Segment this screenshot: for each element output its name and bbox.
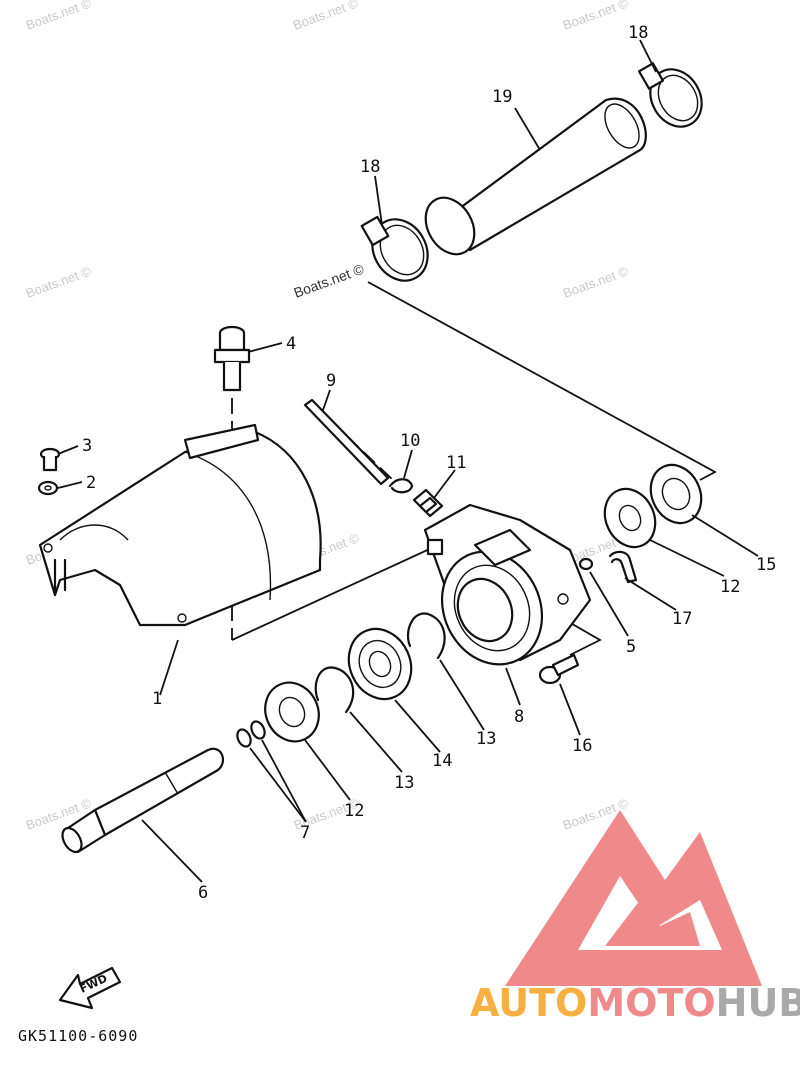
callout-1: 1 xyxy=(152,689,162,709)
pin-5 xyxy=(578,557,594,571)
callout-12: 12 xyxy=(720,577,740,597)
callout-15: 15 xyxy=(756,555,776,575)
callout-9: 9 xyxy=(326,371,336,391)
hose-19 xyxy=(424,97,647,256)
washer-2 xyxy=(37,480,59,496)
watermark: Boats.net © xyxy=(561,263,631,301)
cover-1 xyxy=(38,423,322,627)
screw-3 xyxy=(39,447,61,472)
callout-14: 14 xyxy=(432,751,452,771)
circlip-13-lower xyxy=(314,666,355,714)
automotohub-logo: AUTOMOTOHUB xyxy=(470,810,800,1025)
callout-11: 11 xyxy=(446,453,466,473)
callout-18: 18 xyxy=(360,157,380,177)
bearing-14 xyxy=(347,627,413,701)
circlip-13-upper xyxy=(406,612,446,660)
callout-13: 13 xyxy=(476,729,496,749)
callout-4: 4 xyxy=(286,334,296,354)
callout-5: 5 xyxy=(626,637,636,657)
hose-clamp-18-upper xyxy=(637,62,703,128)
callout-19: 19 xyxy=(492,87,512,107)
watermark: Boats.net © xyxy=(292,260,367,300)
callout-2: 2 xyxy=(86,473,96,493)
bearing-housing-8 xyxy=(423,503,592,666)
watermark: Boats.net © xyxy=(291,0,361,33)
callout-17: 17 xyxy=(672,609,692,629)
part-code: GK51100-6090 xyxy=(18,1027,138,1045)
callout-3: 3 xyxy=(82,436,92,456)
leaders xyxy=(57,39,759,883)
oil-seal-12-upper xyxy=(603,487,657,549)
hose-clamp-18-lower xyxy=(360,215,429,282)
callout-13: 13 xyxy=(394,773,414,793)
callout-18: 18 xyxy=(628,23,648,43)
pin-9 xyxy=(303,398,390,486)
watermark: Boats.net © xyxy=(24,0,94,33)
watermark: Boats.net © xyxy=(561,0,631,33)
callouts: 18 19 18 4 9 10 11 3 2 1 8 5 17 12 15 16… xyxy=(82,23,776,903)
callout-8: 8 xyxy=(514,707,524,727)
o-rings-7 xyxy=(236,720,266,748)
callout-12: 12 xyxy=(344,801,364,821)
forward-arrow: FWD xyxy=(58,966,122,1010)
callout-16: 16 xyxy=(572,736,592,756)
oil-seal-12-lower xyxy=(264,681,320,743)
logo-word-auto: AUTOMOTOHUB xyxy=(470,981,800,1025)
logo-mark-center xyxy=(605,900,700,946)
clip-10 xyxy=(388,478,414,494)
clip-17 xyxy=(608,550,638,584)
shaft-6 xyxy=(61,747,225,854)
callout-10: 10 xyxy=(400,431,420,451)
watermark: Boats.net © xyxy=(24,263,94,301)
oil-seal-15 xyxy=(649,463,703,525)
bolt-4 xyxy=(213,325,251,392)
bolt-16 xyxy=(538,653,580,685)
nipple-11 xyxy=(412,488,444,518)
callout-7: 7 xyxy=(300,823,310,843)
callout-6: 6 xyxy=(198,883,208,903)
